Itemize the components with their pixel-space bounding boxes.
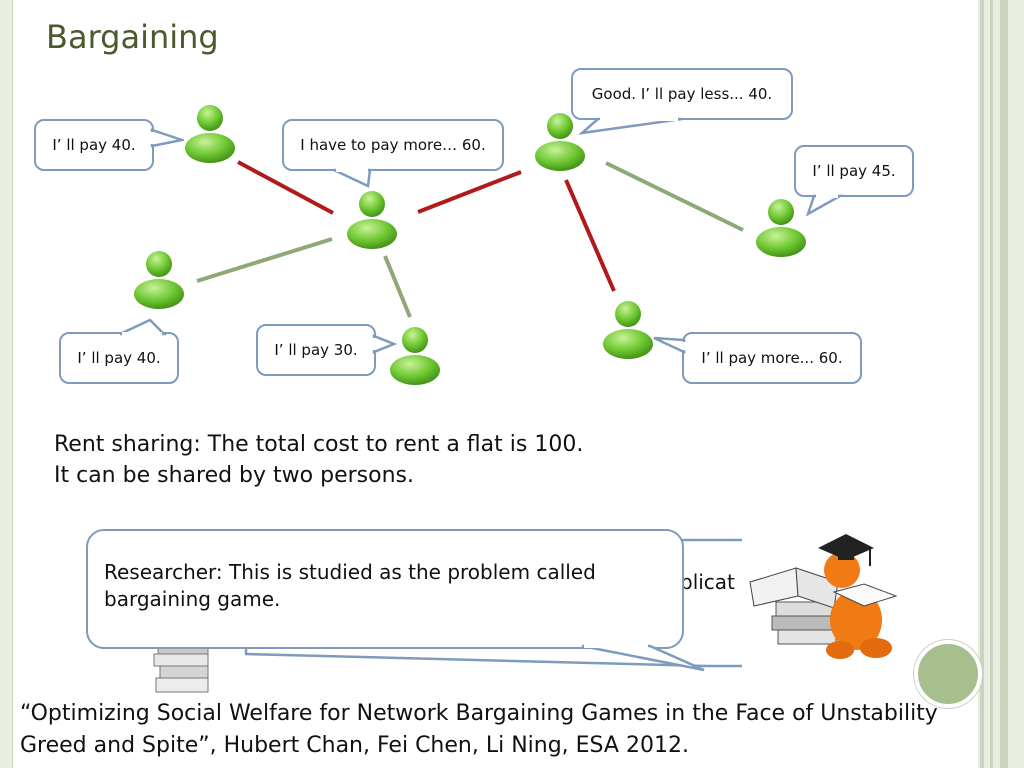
person-icon — [185, 105, 235, 163]
researcher-bubble: Researcher: This is studied as the probl… — [86, 529, 684, 649]
speech-bubble: I’ ll pay more... 60. — [682, 332, 862, 384]
edge-red-1 — [237, 160, 334, 215]
researcher-reading-icon — [749, 534, 898, 659]
person-icon — [756, 199, 806, 257]
person-icon — [347, 191, 397, 249]
bubble-tail — [578, 117, 683, 135]
speech-bubble: I’ ll pay 45. — [794, 145, 914, 197]
description-text: Rent sharing: The total cost to rent a f… — [54, 432, 584, 488]
speech-bubble: Good. I’ ll pay less... 40. — [571, 68, 793, 120]
speech-bubble: I’ ll pay 40. — [59, 332, 179, 384]
bubble-tail — [653, 336, 686, 354]
edge-red-3 — [564, 179, 616, 292]
bubble-tail — [581, 644, 705, 672]
person-icon — [535, 113, 585, 171]
decorative-circle — [914, 640, 982, 708]
edge-green-2 — [196, 237, 333, 283]
bubble-tail — [806, 194, 845, 216]
edge-green-3 — [383, 255, 412, 318]
left-frame-border — [0, 0, 13, 768]
person-icon — [134, 251, 184, 309]
partial-text: plicat — [680, 570, 735, 594]
speech-bubble: I’ ll pay 40. — [34, 119, 154, 171]
bubble-tail — [333, 168, 372, 188]
edge-green-1 — [605, 161, 744, 232]
bubble-tail — [119, 318, 168, 336]
person-icon — [603, 301, 653, 359]
edge-red-2 — [417, 170, 522, 214]
bubble-tail — [150, 128, 184, 148]
bubble-tail — [372, 334, 398, 354]
person-icon — [390, 327, 440, 385]
speech-bubble: I’ ll pay 30. — [256, 324, 376, 376]
speech-bubble: I have to pay more… 60. — [282, 119, 504, 171]
right-frame-border — [978, 0, 1024, 768]
slide-title: Bargaining — [46, 18, 219, 56]
citation-text: “Optimizing Social Welfare for Network B… — [20, 701, 938, 758]
